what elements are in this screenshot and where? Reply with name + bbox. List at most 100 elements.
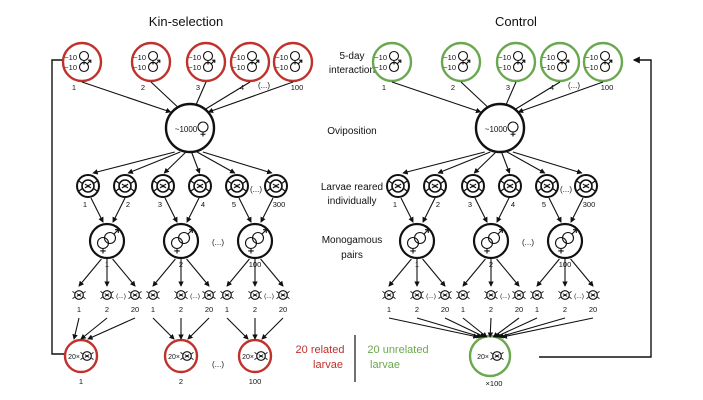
to-oviposition-arrow	[81, 81, 172, 114]
male-symbol-arrow	[465, 59, 471, 65]
larva-number-label: 300	[273, 200, 286, 209]
to-larva-arrow	[512, 151, 583, 175]
stage-label-pairs-1: Monogamous	[322, 235, 383, 246]
offspring-larva-icon	[145, 290, 161, 300]
related-pool-circle	[63, 338, 99, 374]
to-offspring-arrow	[462, 258, 486, 287]
to-pair-arrow	[400, 197, 414, 223]
group-label: 3	[196, 83, 200, 92]
to-offspring-arrow	[260, 258, 284, 287]
group-cage-control-100: ~10~10	[582, 41, 624, 83]
to-pool-arrow	[498, 317, 566, 339]
stage-label-pairs-2: pairs	[341, 250, 363, 261]
larva-icon	[71, 290, 87, 300]
larva-number-label: 4	[511, 200, 515, 209]
male-count-label: ~10	[585, 63, 598, 72]
male-symbol-arrow	[261, 229, 267, 235]
female-count-label: ~10	[133, 53, 146, 62]
to-pair-arrow	[186, 197, 200, 223]
offspring-ellipsis: (...)	[190, 293, 200, 300]
group-cage-control-3: ~10~10	[495, 41, 537, 83]
offspring-number-label: 2	[179, 305, 183, 314]
pool-multiplier-label: ×100	[486, 379, 503, 388]
to-pool-arrow	[80, 317, 108, 340]
to-offspring-arrow	[496, 258, 520, 287]
group-cage-control-4: ~10~10	[539, 41, 581, 83]
to-oviposition-arrow	[200, 81, 251, 113]
to-oviposition-arrow	[207, 81, 294, 114]
larva-icon	[437, 290, 453, 300]
pair-circle	[236, 222, 274, 260]
offspring-number-label: 2	[415, 305, 419, 314]
pool-number-label: 1	[79, 377, 83, 386]
larva-icon	[585, 290, 601, 300]
larva-icon	[247, 290, 263, 300]
group-label: 100	[291, 83, 304, 92]
offspring-ellipsis: (...)	[264, 293, 274, 300]
male-symbol-ring	[512, 61, 524, 73]
to-larva-arrow	[437, 151, 491, 174]
stage-label-oviposition: Oviposition	[327, 126, 376, 137]
unrelated-pool-circle	[468, 334, 512, 378]
female-count-label: ~10	[188, 53, 201, 62]
offspring-number-label: 20	[441, 305, 449, 314]
female-count-label: ~10	[374, 53, 387, 62]
to-offspring-arrow	[78, 258, 102, 287]
to-pair-arrow	[260, 197, 274, 223]
larva-icon	[529, 290, 545, 300]
offspring-number-label: 20	[589, 305, 597, 314]
offspring-ellipsis: (...)	[574, 293, 584, 300]
legend-unrelated-1: 20 unrelated	[367, 344, 428, 356]
female-symbol-cross	[484, 248, 490, 254]
male-symbol-arrow	[497, 229, 503, 235]
group-cage-kin-100: ~10~10	[272, 41, 314, 83]
offspring-number-label: 20	[515, 305, 523, 314]
pair-circle	[162, 222, 200, 260]
to-pair-arrow	[474, 197, 488, 223]
offspring-larva-icon	[585, 290, 601, 300]
to-pool-arrow	[72, 317, 80, 340]
related-pool-circle	[237, 338, 273, 374]
stage-label-interaction-2: interaction	[329, 65, 375, 76]
male-symbol-arrow	[155, 59, 161, 65]
male-symbol-arrow	[297, 59, 303, 65]
to-offspring-arrow	[152, 258, 176, 287]
female-count-label: ~10	[232, 53, 245, 62]
to-offspring-arrow	[226, 258, 250, 287]
to-pool-arrow	[87, 317, 136, 340]
to-larva-arrow	[506, 151, 546, 174]
larva-icon	[127, 290, 143, 300]
offspring-number-label: 1	[225, 305, 229, 314]
pair-circle	[472, 222, 510, 260]
larva-icon	[455, 290, 471, 300]
group-ellipsis: (...)	[568, 81, 580, 90]
to-pool-arrow	[416, 317, 483, 339]
to-larva-arrow	[163, 151, 187, 174]
group-cage-kin-3: ~10~10	[185, 41, 227, 83]
male-symbol-ring	[78, 61, 90, 73]
offspring-number-label: 20	[131, 305, 139, 314]
female-count-label: ~10	[275, 53, 288, 62]
to-pair-arrow	[238, 197, 252, 223]
pool-count-label: 20×	[168, 354, 180, 361]
male-symbol-ring	[246, 61, 258, 73]
group-label: 1	[72, 83, 76, 92]
to-pool-arrow	[226, 317, 249, 340]
group-cage-kin-1: ~10~10	[61, 41, 103, 83]
to-pair-arrow	[90, 197, 104, 223]
larvae-ellipsis: (...)	[250, 185, 262, 194]
to-pool-arrow	[501, 317, 594, 339]
larva-number-label: 3	[158, 200, 162, 209]
larva-icon	[409, 290, 425, 300]
pool-count-label: 20×	[242, 354, 254, 361]
offspring-number-label: 2	[105, 305, 109, 314]
offspring-larva-icon	[219, 290, 235, 300]
to-pair-arrow	[164, 197, 178, 223]
offspring-ellipsis: (...)	[500, 293, 510, 300]
offspring-larva-icon	[99, 290, 115, 300]
group-label: 2	[451, 83, 455, 92]
male-symbol-ring	[251, 231, 265, 245]
larva-number-label: 1	[393, 200, 397, 209]
male-symbol-ring	[413, 231, 427, 245]
pool-ellipsis: (...)	[212, 360, 224, 369]
